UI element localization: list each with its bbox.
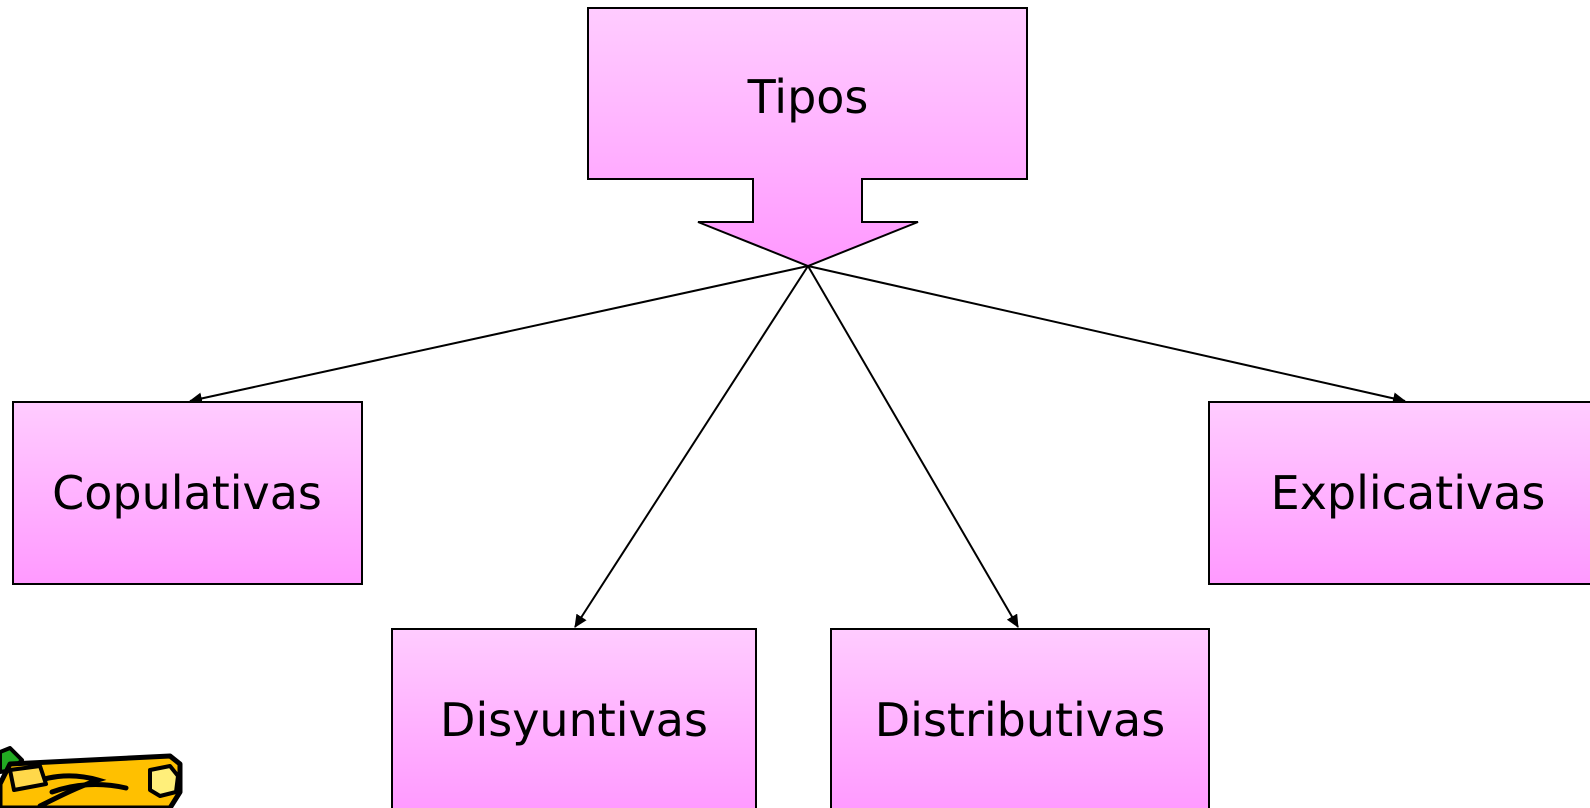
node-copulativas-box xyxy=(12,401,363,585)
node-explicativas: Explicativas xyxy=(1208,401,1590,585)
node-copulativas-label: Copulativas xyxy=(52,466,322,520)
node-disyuntivas-label: Disyuntivas xyxy=(440,693,708,747)
node-disyuntivas: Disyuntivas xyxy=(391,628,757,808)
pencil-icon xyxy=(0,746,183,808)
root-callout-shape xyxy=(587,7,1028,268)
node-distributivas: Distributivas xyxy=(830,628,1210,808)
node-explicativas-box xyxy=(1208,401,1590,585)
node-disyuntivas-box xyxy=(391,628,757,808)
root-label: Tipos xyxy=(747,70,869,124)
root-node-tipos: Tipos xyxy=(587,7,1028,268)
node-explicativas-label: Explicativas xyxy=(1271,466,1546,520)
node-distributivas-box xyxy=(830,628,1210,808)
node-copulativas: Copulativas xyxy=(12,401,363,585)
node-distributivas-label: Distributivas xyxy=(875,693,1165,747)
connector-distributivas xyxy=(807,265,1019,628)
connector-disyuntivas xyxy=(574,265,809,628)
connector-explicativas xyxy=(807,265,1406,405)
connector-copulativas xyxy=(189,265,809,405)
connectors xyxy=(189,265,1406,628)
